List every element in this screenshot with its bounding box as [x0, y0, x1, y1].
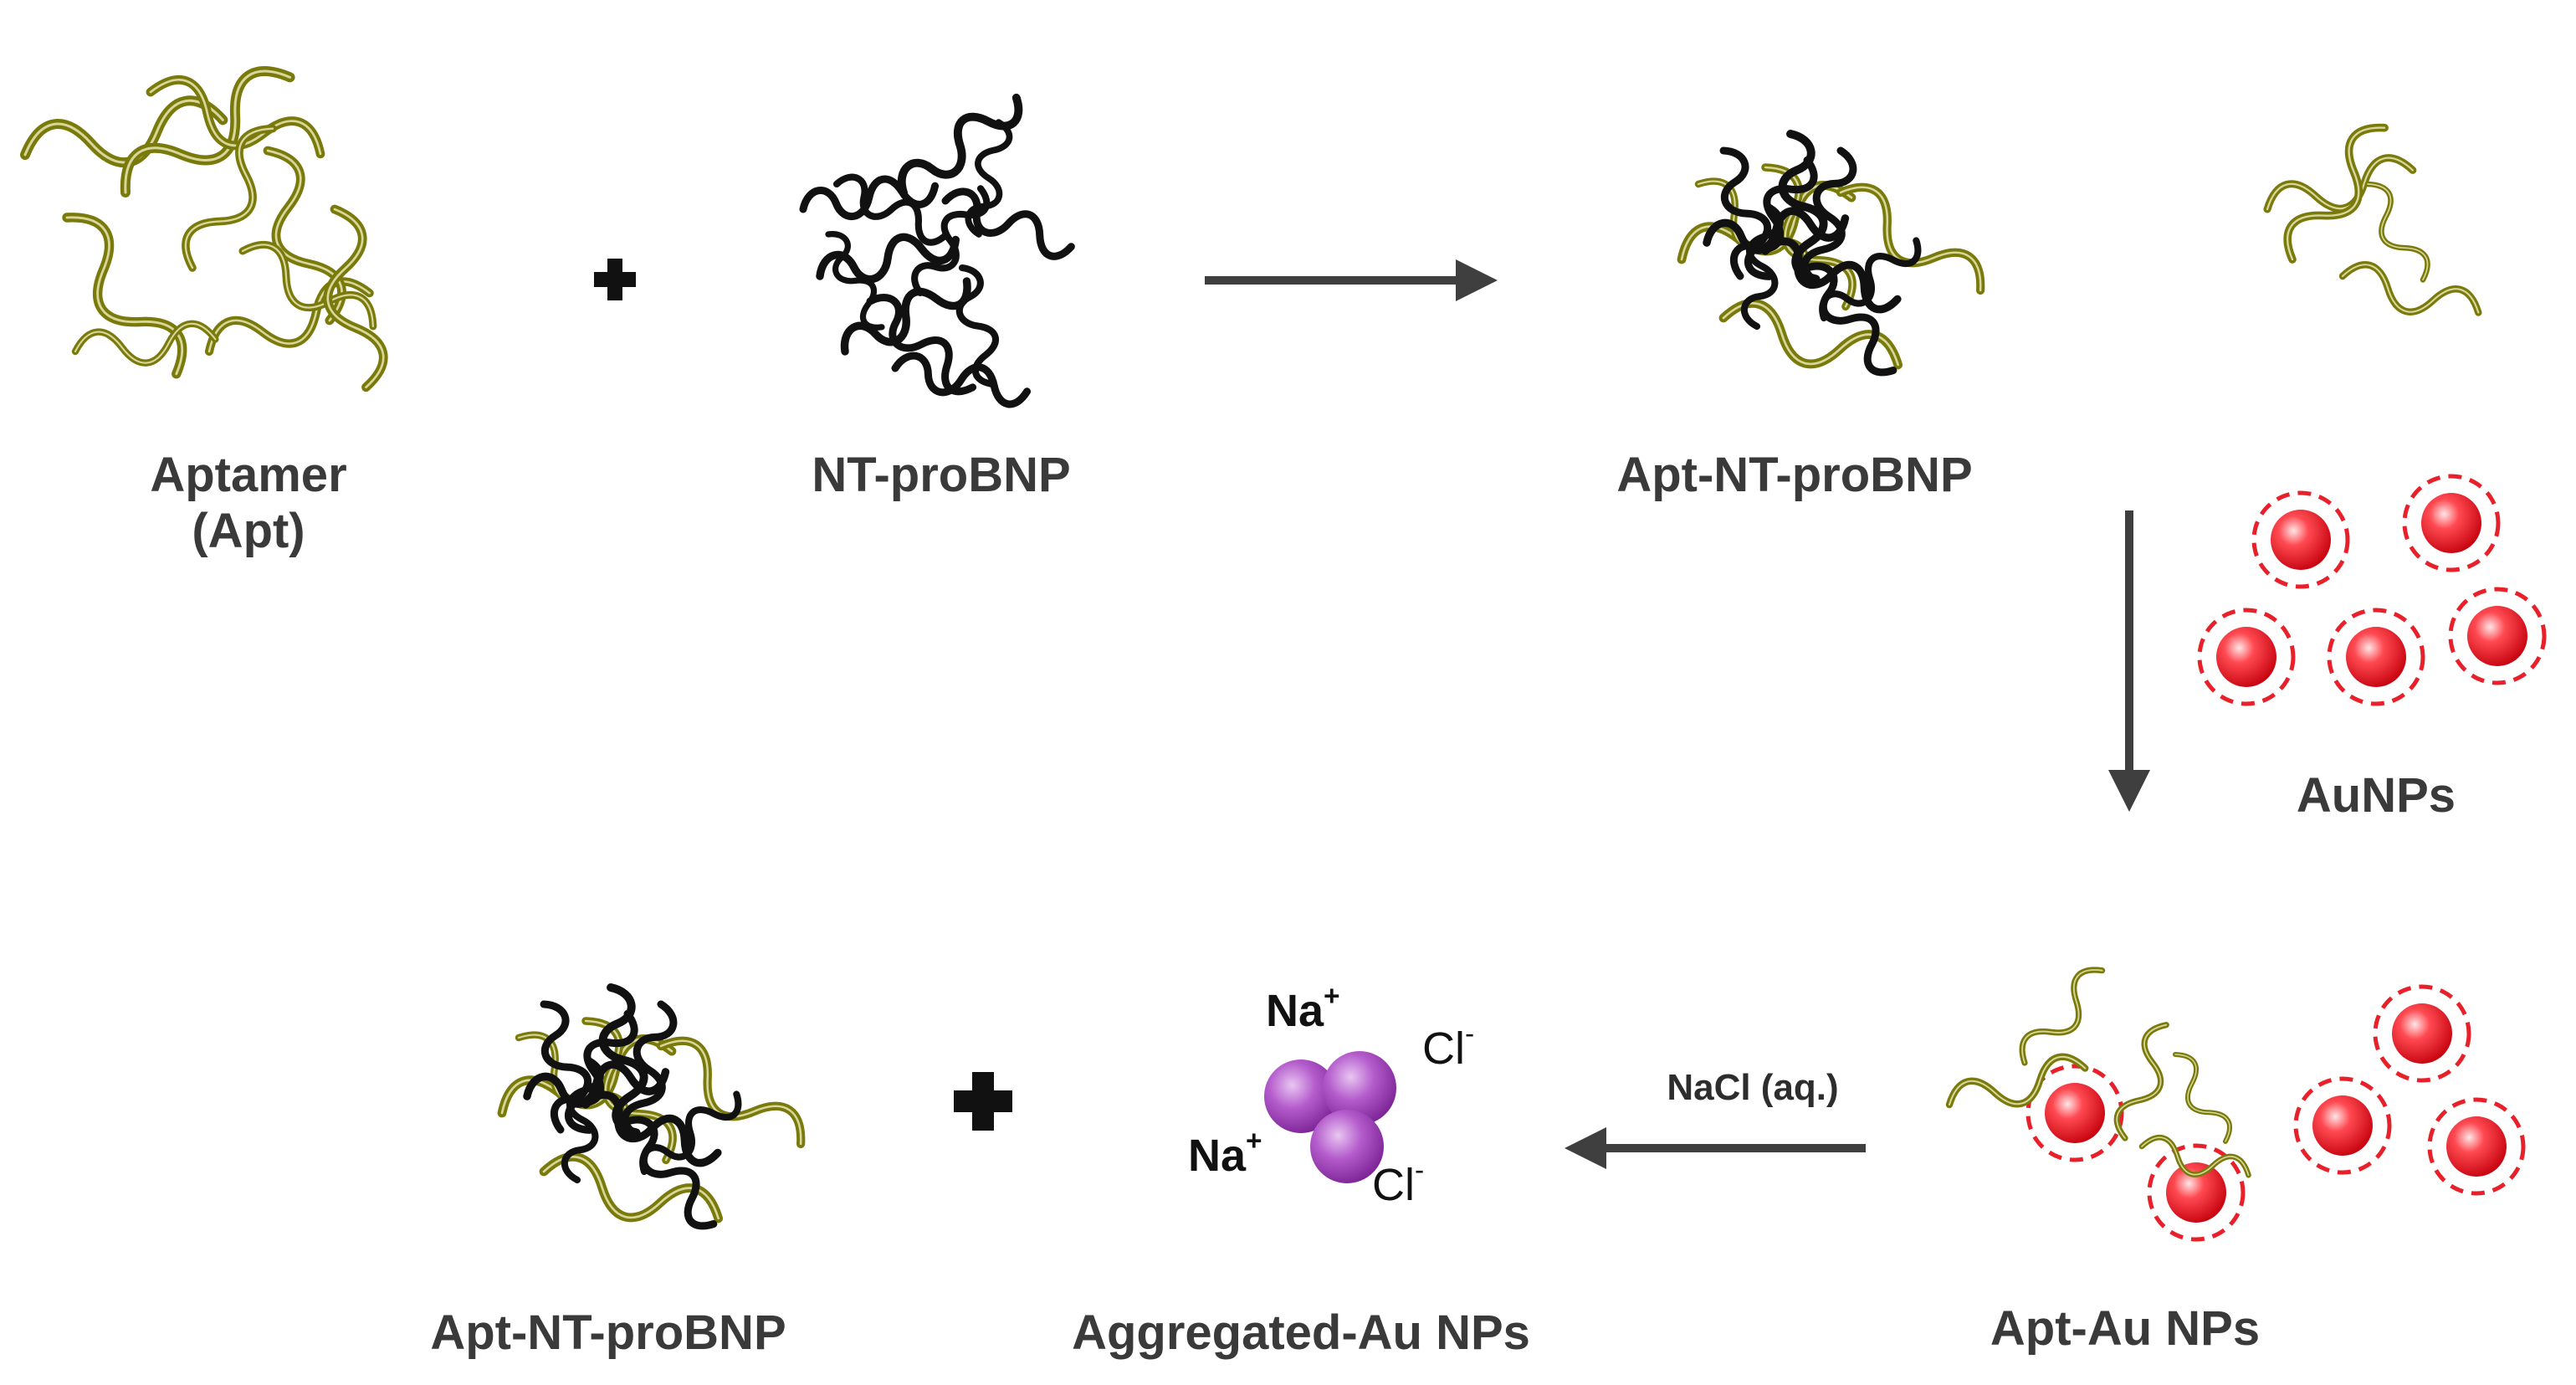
- nacl-label: NaCl (aq.): [1667, 1067, 1839, 1108]
- chloride-ion-label: Cl-: [1422, 1018, 1475, 1074]
- complex-illustration-bottom: [494, 984, 813, 1240]
- complex-label-bottom: Apt-NT-proBNP: [430, 1305, 786, 1360]
- aptamer-abbreviation: (Apt): [192, 503, 305, 558]
- plus-icon: [594, 259, 636, 300]
- plus-icon: [954, 1072, 1012, 1131]
- protein-illustration: [801, 85, 1077, 407]
- aptamer-gold-nanoparticles: [1945, 961, 2523, 1239]
- aptamer-illustration: [21, 57, 388, 392]
- gold-nanoparticles: [2200, 476, 2544, 704]
- aptamer-name: Aptamer: [150, 448, 347, 502]
- sodium-ion-label: Na+: [1266, 980, 1340, 1036]
- chloride-ion-label: Cl-: [1372, 1154, 1425, 1210]
- sodium-ion-label: Na+: [1188, 1125, 1262, 1181]
- aunps-label: AuNPs: [2296, 768, 2456, 823]
- complex-label-top: Apt-NT-proBNP: [1616, 448, 1973, 502]
- protein-label: NT-proBNP: [812, 448, 1071, 502]
- apt-au-label: Apt-Au NPs: [1990, 1301, 2261, 1356]
- complex-illustration-top: [1674, 131, 1993, 387]
- free-aptamer-illustration: [2262, 116, 2483, 330]
- aptamer-label: Aptamer (Apt): [150, 448, 346, 559]
- aggregated-label: Aggregated-Au NPs: [1072, 1305, 1530, 1360]
- aggregated-nanoparticles: [1264, 1051, 1396, 1183]
